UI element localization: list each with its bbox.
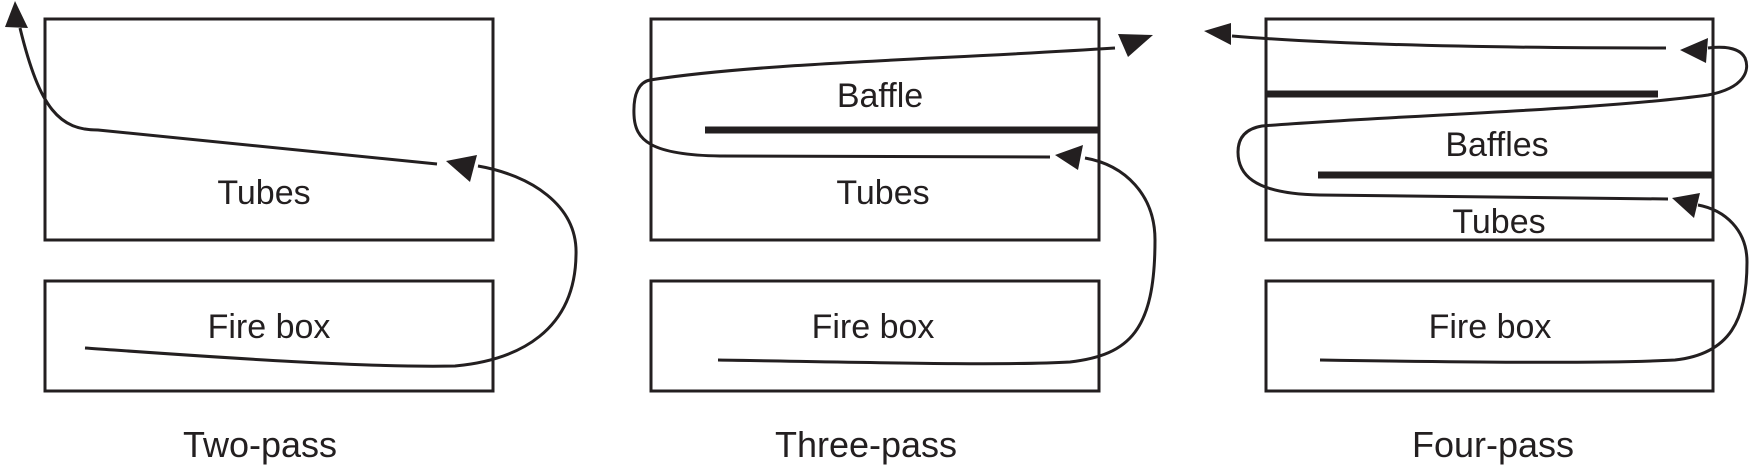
three-pass-caption: Three-pass — [775, 424, 957, 465]
four-pass-firebox-label: Fire box — [1429, 308, 1552, 346]
four-pass-firebox-box — [1264, 279, 1715, 393]
two-pass-firebox-box — [43, 279, 495, 393]
two-pass-caption: Two-pass — [183, 424, 337, 465]
four-pass-tubes-label: Tubes — [1452, 203, 1545, 241]
three-pass-firebox-box — [649, 279, 1101, 393]
four-pass-tubes-box — [1264, 17, 1715, 242]
three-pass-tubes-label: Tubes — [836, 174, 929, 212]
four-pass-flow-path — [1319, 203, 1749, 364]
three-pass-return-path — [632, 46, 1116, 159]
two-pass-exit-arrowhead — [5, 1, 28, 28]
four-pass-first-arrowhead — [1672, 193, 1700, 218]
three-pass-diagram: Baffle Tubes Fire box Three-pass — [632, 17, 1157, 465]
three-pass-baffle-label: Baffle — [837, 77, 923, 115]
two-pass-flow-path — [84, 164, 578, 368]
four-pass-exit-path — [1231, 34, 1667, 50]
four-pass-exit-arrowhead — [1204, 23, 1231, 45]
three-pass-firebox-label: Fire box — [812, 308, 935, 346]
three-pass-exit-arrowhead — [1118, 34, 1153, 57]
two-pass-tubes-box — [43, 17, 495, 242]
four-pass-baffles-label: Baffles — [1445, 126, 1548, 164]
two-pass-return-path — [18, 27, 438, 166]
two-pass-first-arrowhead — [446, 155, 477, 182]
four-pass-caption: Four-pass — [1412, 424, 1574, 465]
four-pass-diagram: Baffles Tubes Fire box Four-pass — [1204, 17, 1749, 465]
two-pass-tubes-label: Tubes — [217, 174, 310, 212]
four-pass-second-arrowhead — [1680, 38, 1708, 63]
two-pass-diagram: Tubes Fire box Two-pass — [5, 1, 578, 465]
two-pass-firebox-label: Fire box — [208, 308, 331, 346]
three-pass-first-arrowhead — [1055, 145, 1083, 170]
four-pass-second-path — [1236, 45, 1749, 201]
three-pass-flow-path — [717, 156, 1157, 366]
